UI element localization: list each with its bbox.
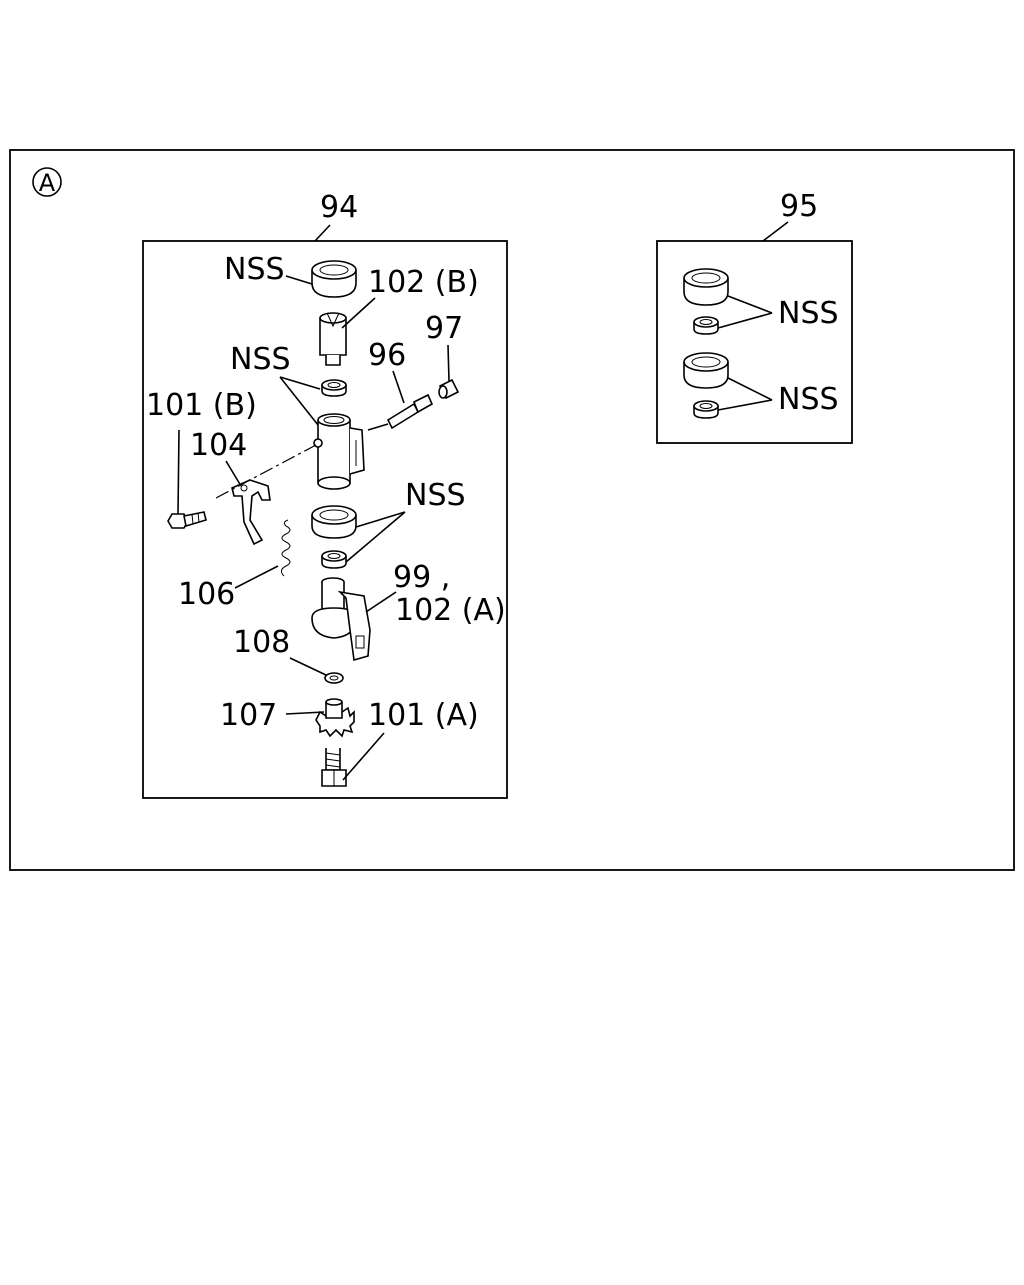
- kit-seal-cup-1: [683, 268, 729, 306]
- seal-cup-top: [311, 260, 357, 298]
- label-nss-kit-1: NSS: [778, 296, 839, 331]
- seal-ring-upper: [321, 379, 347, 397]
- kit-seal-cup-2: [683, 352, 729, 389]
- assembly-94-ref: 94: [320, 190, 358, 225]
- assembly-95: 95 NSS NSS: [656, 189, 853, 444]
- piston-a: [311, 577, 371, 662]
- adjuster-screw-101a: [321, 748, 347, 787]
- label-106: 106: [178, 577, 235, 612]
- label-nss-kit-2: NSS: [778, 382, 839, 417]
- washer-108: [324, 672, 344, 684]
- kit-seal-ring-2: [693, 400, 719, 419]
- spring-106: [280, 519, 291, 577]
- label-nss-lower-seals: NSS: [405, 478, 466, 513]
- label-108: 108: [233, 625, 290, 660]
- label-101a: 101 (A): [368, 698, 479, 733]
- bleeder-screw: [367, 393, 434, 431]
- label-101b: 101 (B): [146, 388, 257, 423]
- label-104: 104: [190, 428, 247, 463]
- axis-line: [215, 444, 317, 499]
- lever-104: [231, 479, 271, 546]
- label-107: 107: [220, 698, 277, 733]
- section-marker-circle: [32, 167, 62, 197]
- label-96: 96: [368, 338, 406, 373]
- assembly-94-box: [142, 240, 508, 799]
- seal-ring-lower: [321, 550, 347, 569]
- assembly-95-box: [656, 240, 853, 444]
- label-99: 99 ,: [393, 560, 450, 595]
- section-marker-letter: A: [39, 169, 56, 197]
- assembly-94: 94 NSS 102 (B) NSS: [142, 190, 508, 799]
- label-nss-top: NSS: [224, 252, 285, 287]
- bolt-101b: [167, 511, 207, 529]
- label-97: 97: [425, 311, 463, 346]
- kit-seal-ring-1: [693, 316, 719, 335]
- piston-b: [319, 312, 347, 366]
- adjuster-gear-107: [315, 698, 355, 738]
- section-marker: A: [32, 167, 62, 197]
- cylinder-body: [313, 413, 365, 490]
- bleeder-cap: [438, 378, 460, 400]
- label-102b: 102 (B): [368, 265, 479, 300]
- outer-frame: [9, 149, 1015, 871]
- label-102a: 102 (A): [395, 593, 506, 628]
- label-nss-upper-seals: NSS: [230, 342, 291, 377]
- seal-cup-lower: [311, 505, 357, 539]
- assembly-95-ref: 95: [780, 189, 818, 224]
